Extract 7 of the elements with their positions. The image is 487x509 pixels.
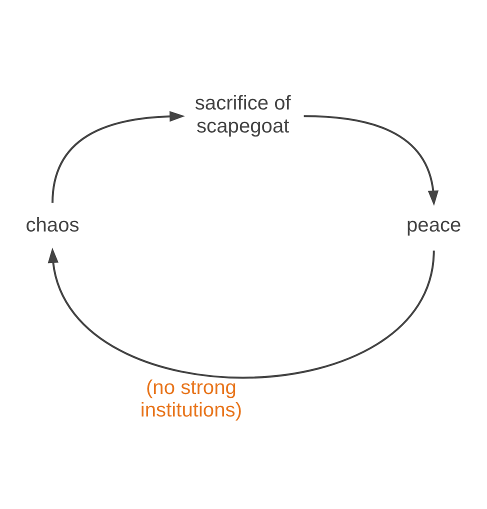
- edge-label: (no strong institutions): [140, 376, 242, 422]
- arrow: [52, 111, 185, 203]
- node-text: peace: [406, 214, 462, 237]
- node-text: chaos: [26, 214, 80, 237]
- arrow: [304, 115, 439, 206]
- arrow: [48, 248, 435, 379]
- node-text: sacrifice of scapegoat: [194, 92, 291, 138]
